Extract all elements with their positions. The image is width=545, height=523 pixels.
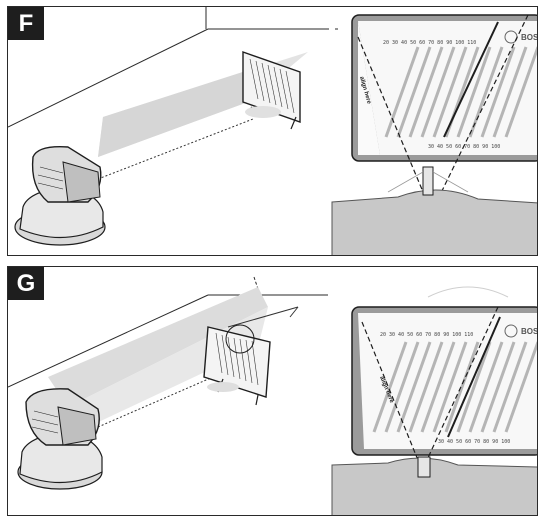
target-closeup: 20 30 40 50 60 70 80 90 100 110 30 40 50… [351,14,538,200]
brand-logo: BOSCH [521,33,538,42]
illustration-g: 20 30 40 50 60 70 80 90 100 110 30 40 50… [8,267,538,515]
svg-text:30 40 50 60 70 80 90 100: 30 40 50 60 70 80 90 100 [428,144,500,150]
laser-device [17,388,103,490]
target-plate-small [203,324,271,406]
svg-text:20 30 40 50 60 70 80 90 100 11: 20 30 40 50 60 70 80 90 100 110 [380,332,473,338]
panel-label: G [8,267,44,300]
svg-text:20 30 40 50 60 70 80 90 100 11: 20 30 40 50 60 70 80 90 100 110 [383,40,476,46]
illustration-f: 20 30 40 50 60 70 80 90 100 110 30 40 50… [8,7,538,255]
panel-g: G [7,266,538,516]
laser-device [14,146,106,246]
panel-f: F [7,6,538,256]
target-closeup: 20 30 40 50 60 70 80 90 100 110 30 40 50… [351,306,538,476]
target-plate-small [242,51,301,130]
brand-logo: BOSCH [521,327,538,336]
panel-label: F [8,7,44,40]
svg-text:30 40 50 60 70 80 90 100: 30 40 50 60 70 80 90 100 [438,439,510,445]
